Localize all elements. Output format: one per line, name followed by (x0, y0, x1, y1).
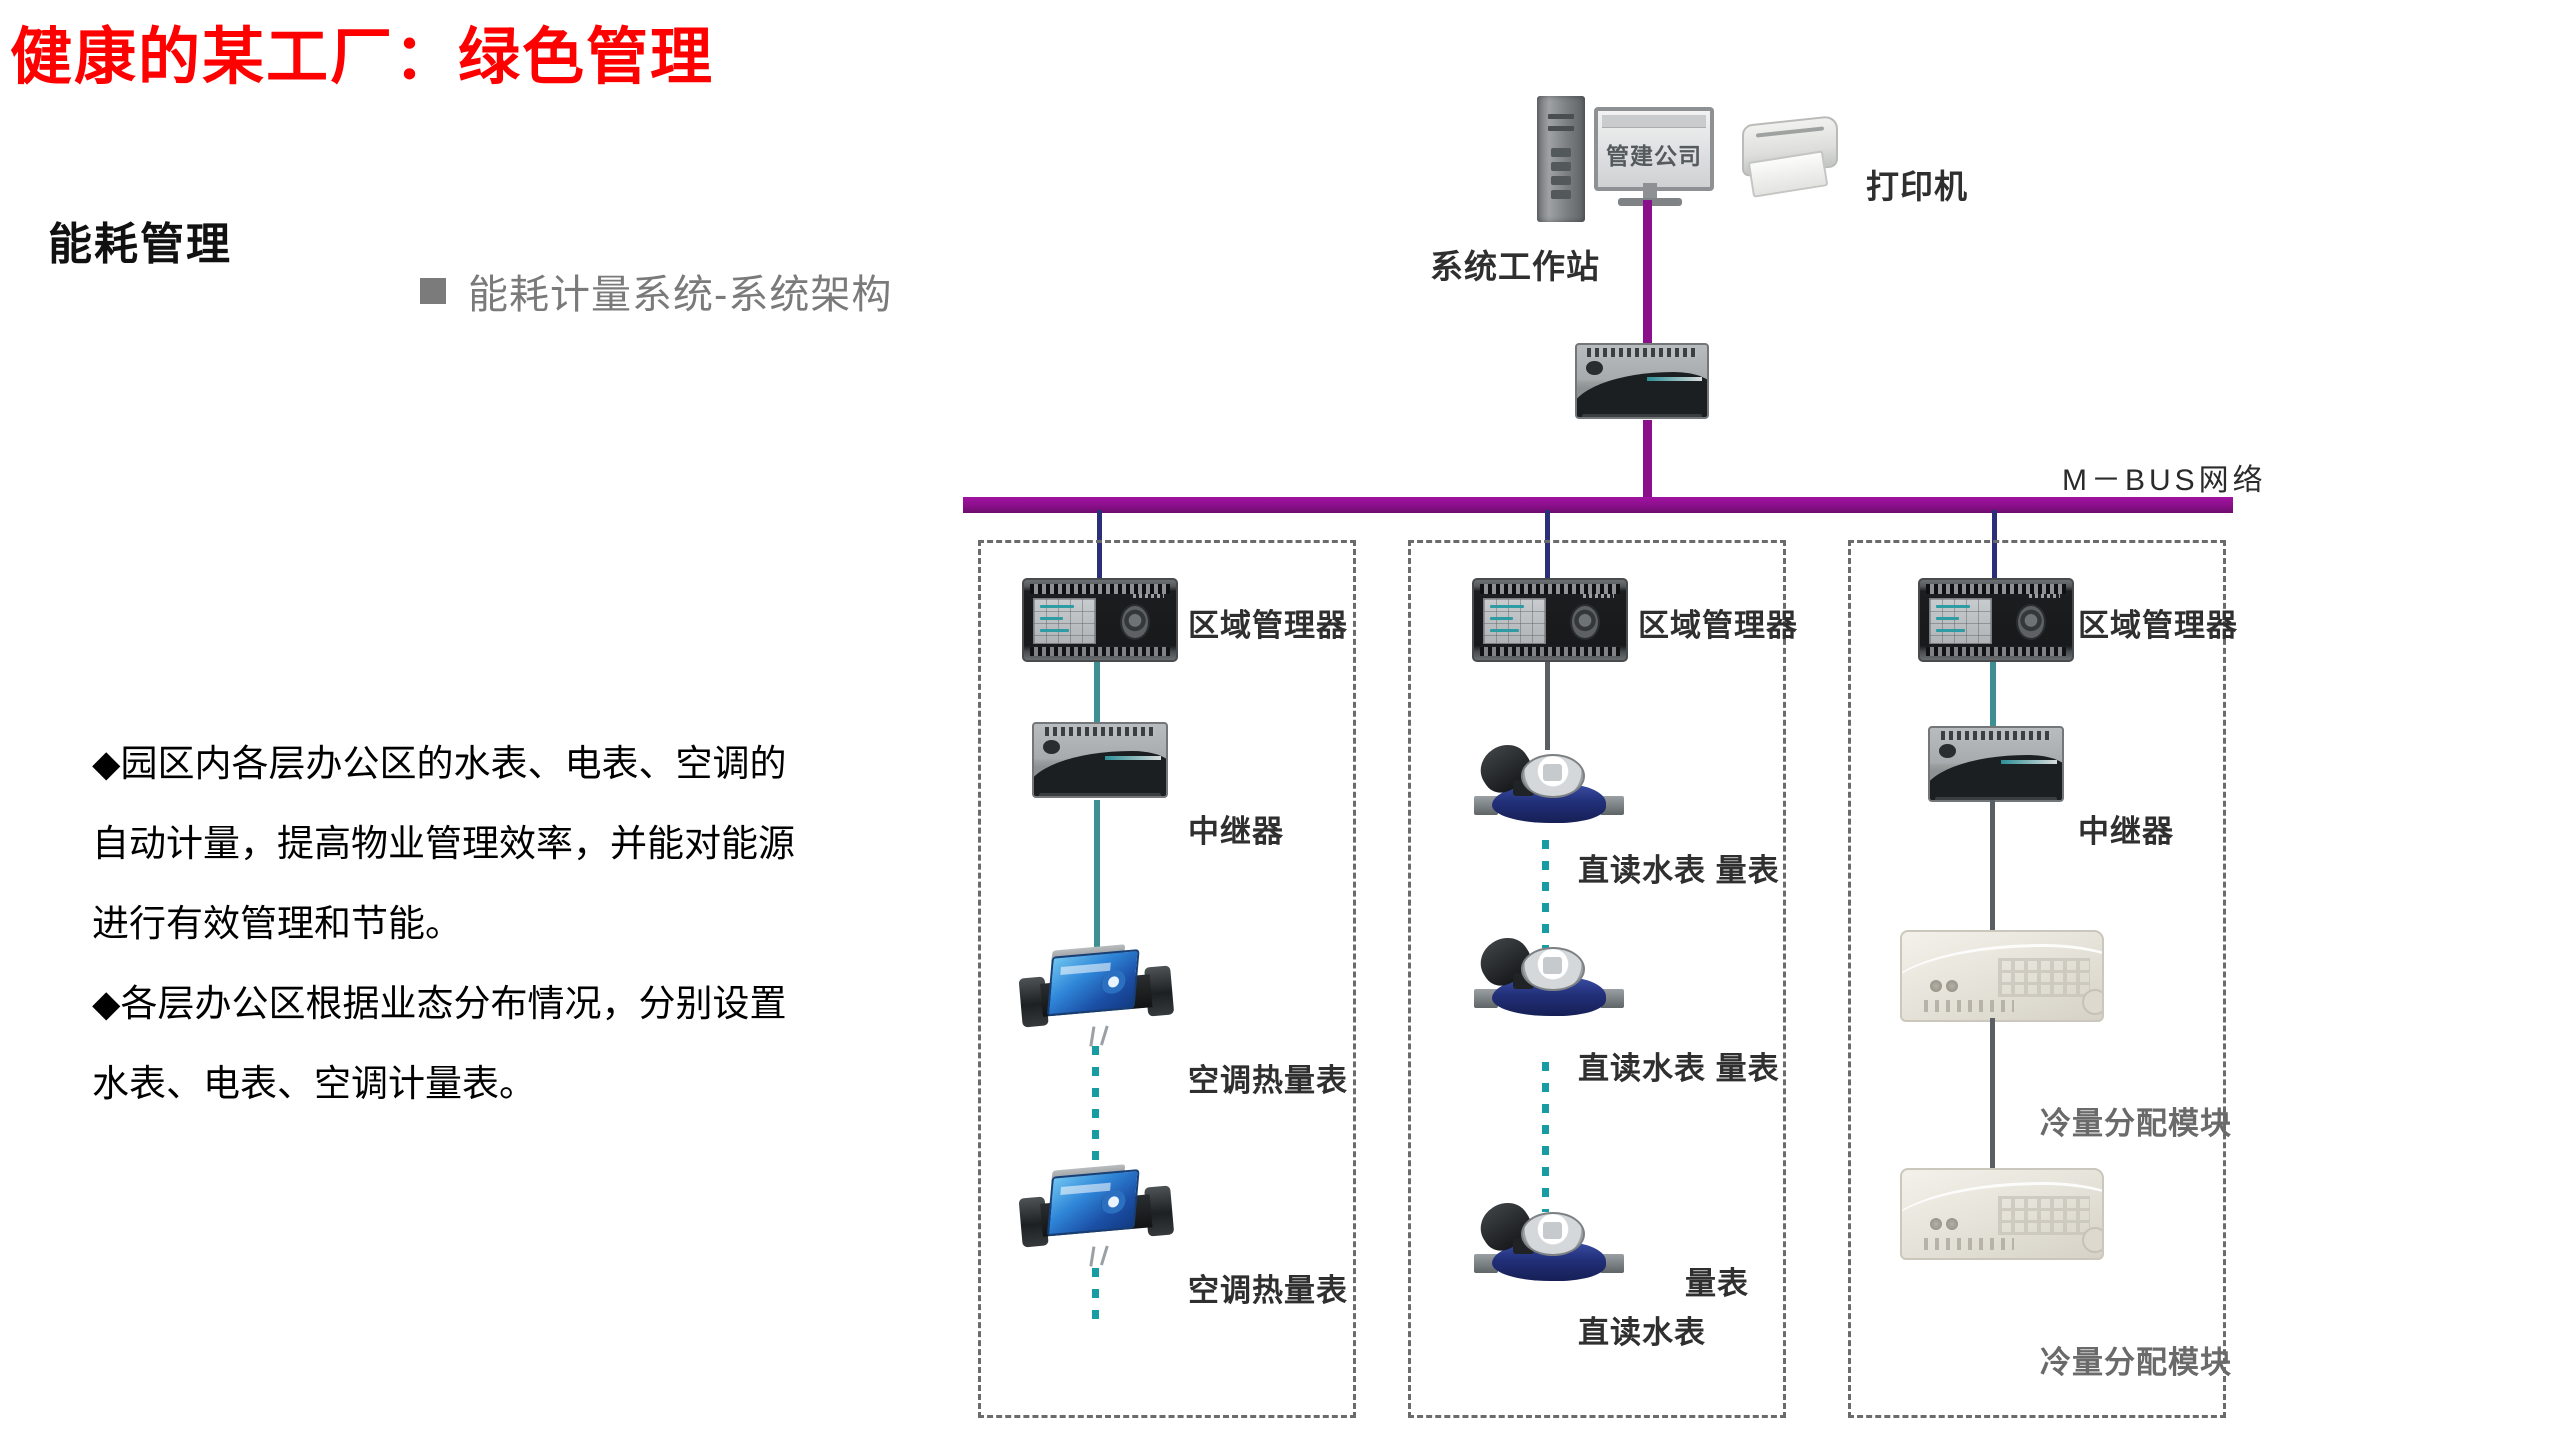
gateway-converter-icon (1575, 343, 1709, 419)
repeater-icon-1 (1032, 722, 1168, 798)
body-line-1: ◆园区内各层办公区的水表、电表、空调的 (92, 743, 787, 784)
cooling-module-icon-1 (1900, 930, 2104, 1022)
zone-2-device-label-5: 直读水表 (1578, 1315, 1706, 1350)
zone-3-device-label-4: 冷量分配模块 (2040, 1345, 2232, 1380)
cooling-module-icon-2 (1900, 1168, 2104, 1260)
monitor-neck (1643, 183, 1657, 201)
zone-2-device-label-2: 直读水表 量表 (1578, 853, 1780, 888)
body-line-3: 进行有效管理和节能。 (92, 903, 462, 944)
link-zone2-manager-to-meter1 (1545, 662, 1550, 750)
drop-line-zone-3 (1992, 510, 1997, 588)
water-meter-icon-2 (1472, 929, 1624, 1031)
zone-3-device-label-1: 区域管理器 (2078, 608, 2238, 643)
mbus-network-label: M－BUS网络 (2062, 464, 2267, 497)
repeater-icon-3 (1928, 726, 2064, 802)
link-zone1-continuation (1092, 1268, 1099, 1322)
bullet-row: 能耗计量系统-系统架构 (420, 262, 892, 320)
body-line-4: ◆各层办公区根据业态分布情况，分别设置 (92, 983, 787, 1024)
drop-line-zone-1 (1097, 510, 1102, 588)
link-zone3-manager-to-repeater (1990, 662, 1996, 732)
zone-1-device-label-2: 中继器 (1188, 814, 1284, 849)
link-zone1-meter1-to-meter2 (1092, 1046, 1099, 1174)
heat-meter-icon-2 (1017, 1163, 1176, 1267)
workstation-label: 系统工作站 (1430, 248, 1600, 285)
page-title: 健康的某工厂：绿色管理 (10, 23, 715, 92)
pc-tower-icon (1537, 96, 1585, 222)
zone-2-boundary (1408, 540, 1786, 1418)
zone-3-device-label-3: 冷量分配模块 (2040, 1106, 2232, 1141)
zone-3-device-label-2: 中继器 (2078, 814, 2174, 849)
link-zone3-repeater-to-module1 (1990, 800, 1995, 932)
zone-2-device-label-3: 直读水表 量表 (1578, 1051, 1780, 1086)
section-title: 能耗管理 (48, 220, 232, 269)
link-zone1-manager-to-repeater (1094, 662, 1100, 724)
link-zone1-repeater-to-meter1 (1094, 800, 1100, 948)
trunk-line-gateway-to-bus (1643, 420, 1652, 502)
water-meter-icon-3 (1472, 1194, 1624, 1296)
body-line-5: 水表、电表、空调计量表。 (92, 1063, 536, 1104)
printer-label: 打印机 (1866, 168, 1968, 205)
monitor-icon: 管建公司 (1594, 107, 1714, 191)
drop-line-zone-2 (1545, 510, 1550, 588)
body-line-2: 自动计量，提高物业管理效率，并能对能源 (92, 823, 795, 864)
zone-1-device-label-3: 空调热量表 (1188, 1063, 1348, 1098)
link-zone2-meter2-to-meter3 (1542, 1062, 1549, 1212)
area-manager-icon-2 (1472, 578, 1628, 662)
zone-1-device-label-4: 空调热量表 (1188, 1273, 1348, 1308)
link-zone2-meter1-to-meter2 (1542, 840, 1549, 948)
mbus-backbone-line (963, 497, 2233, 513)
monitor-screen-text: 管建公司 (1606, 143, 1702, 169)
bullet-label: 能耗计量系统-系统架构 (468, 273, 893, 317)
area-manager-icon-1 (1022, 578, 1178, 662)
link-zone3-module1-to-module2 (1990, 1018, 1995, 1168)
area-manager-icon-3 (1918, 578, 2074, 662)
zone-1-device-label-1: 区域管理器 (1188, 608, 1348, 643)
zone-2-device-label-1: 区域管理器 (1638, 608, 1798, 643)
water-meter-icon-1 (1472, 736, 1624, 838)
zone-3-boundary (1848, 540, 2226, 1418)
heat-meter-icon-1 (1017, 943, 1176, 1047)
square-bullet-icon (420, 278, 446, 304)
trunk-line-workstation-to-gateway (1643, 200, 1652, 346)
zone-2-device-label-4: 量表 (1685, 1266, 1749, 1301)
zone-1-boundary (978, 540, 1356, 1418)
